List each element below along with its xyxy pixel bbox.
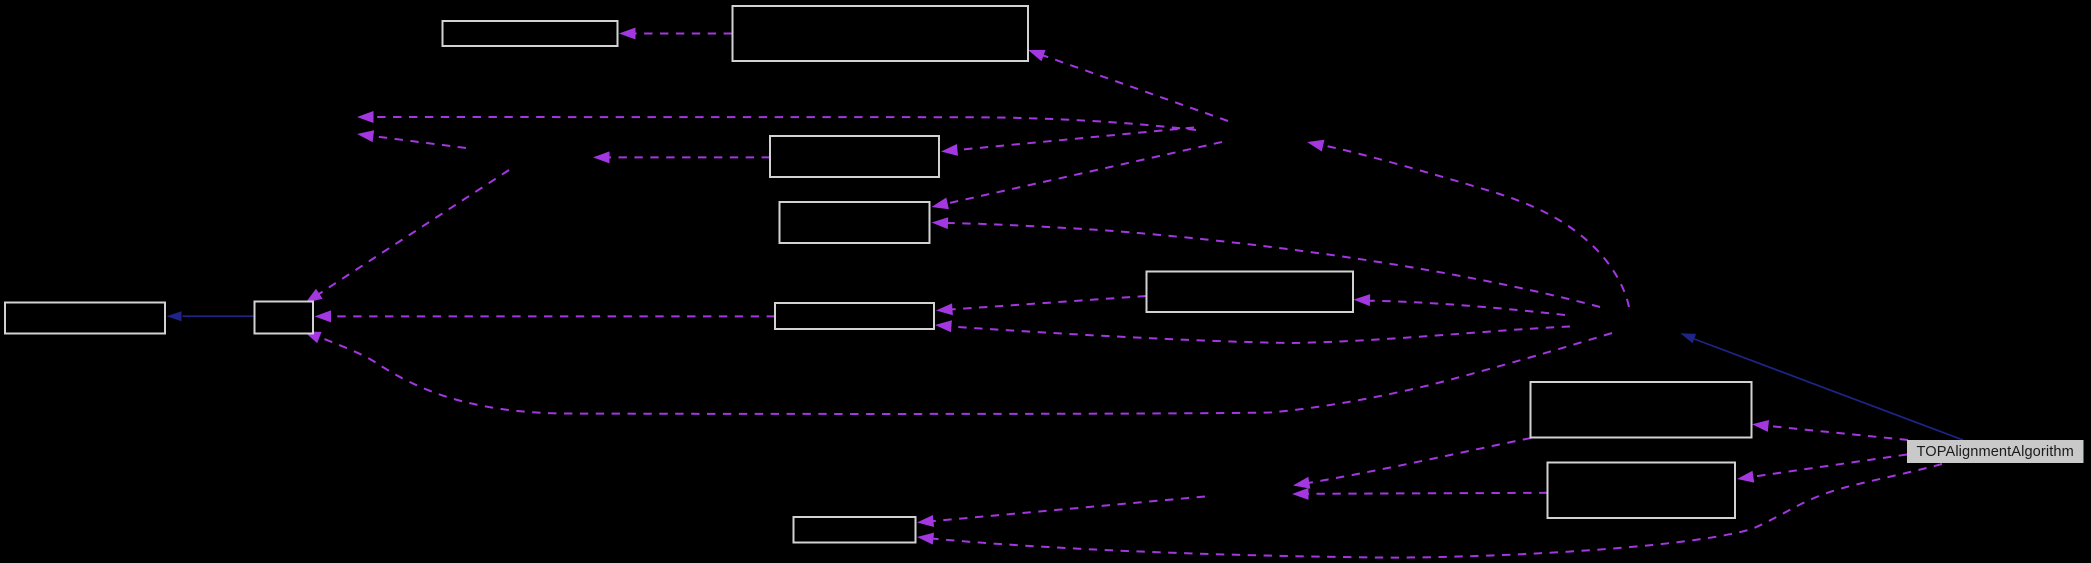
svg-text:TOPAlignmentAlgorithm: TOPAlignmentAlgorithm <box>1917 444 2074 460</box>
